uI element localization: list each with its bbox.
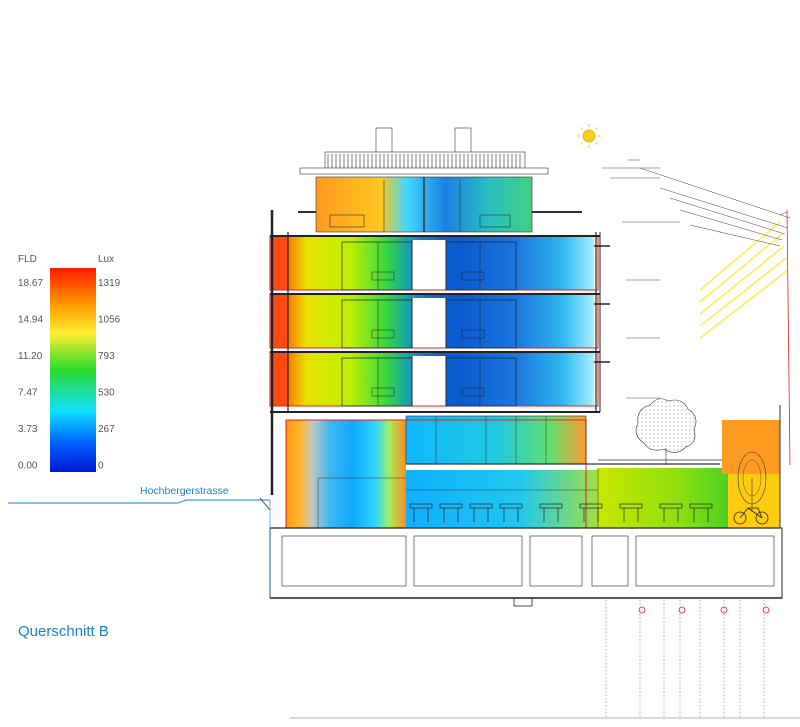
legend-right-label: 0 [98,461,104,472]
section-title: Querschnitt B [18,623,109,640]
legend-right-scale: 1319 1056 793 530 267 0 [98,278,121,472]
legend-left-label: 0.00 [18,461,38,472]
tree-icon [635,398,697,465]
legend-left-label: 14.94 [18,315,43,326]
legend-left-label: 7.47 [18,388,38,399]
legend-left-label: 11.20 [18,351,43,362]
roof-vents [327,154,521,168]
legend-left-label: 3.73 [18,424,38,435]
legend-left-label: 18.67 [18,278,43,289]
pile-head [720,606,728,614]
table [619,503,643,509]
legend-left-scale: 18.67 14.94 11.20 7.47 3.73 0.00 [18,278,43,472]
table [689,503,713,509]
table [469,503,493,509]
street-line [8,497,271,598]
basement [269,527,783,607]
table [539,503,563,509]
cafeteria-tables [409,503,713,522]
foundation-piles [605,600,770,718]
floor-level [269,293,610,349]
legend-right-label: 267 [98,424,115,435]
legend-right-label: 530 [98,388,115,399]
roof-equipment [299,127,549,175]
street-label: Hochbergerstrasse [140,485,229,497]
ground-floor [270,405,781,529]
table [659,503,683,509]
legend-color-bar [50,268,96,472]
typical-floors [269,235,610,407]
elevation-markers [602,159,791,466]
bicycle-icon [733,507,769,525]
table [579,503,603,509]
legend-right-label: 1056 [98,315,121,326]
sun-rays [699,221,789,339]
floor-level [269,351,610,407]
tree-right-icon [737,451,767,512]
legend: FLD Lux 18.67 14.94 11.20 7.47 3.73 0.00 1319… [18,254,121,472]
attic-floor [298,176,582,233]
table [439,503,463,509]
legend-right-label: 793 [98,351,115,362]
table [409,503,433,509]
pile-head [638,606,646,614]
pile-head [678,606,686,614]
legend-right-label: 1319 [98,278,121,289]
legend-left-header: FLD [18,254,37,265]
sun-icon [577,124,601,148]
legend-right-header: Lux [98,254,114,265]
building-walls [270,210,601,495]
pile-head [762,606,770,614]
table [499,503,523,509]
floor-level [269,235,610,291]
